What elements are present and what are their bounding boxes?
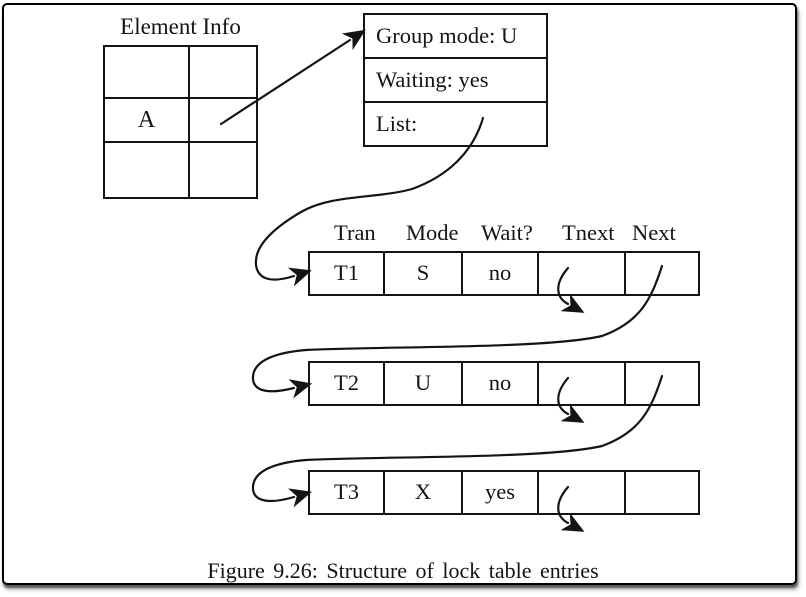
element-info-cell	[190, 47, 256, 99]
cell-wait: yes	[463, 472, 539, 513]
element-info-cell	[190, 99, 256, 143]
cell-next	[626, 363, 698, 404]
scan-border-frame	[2, 3, 797, 585]
element-info-title: Element Info	[120, 14, 241, 39]
element-info-cell	[105, 143, 190, 197]
cell-wait: no	[463, 363, 539, 404]
lock-row-t1: T1 S no	[308, 251, 700, 296]
cell-tran: T2	[310, 363, 385, 404]
group-mode-row: Group mode: U	[365, 15, 546, 59]
cell-mode: S	[385, 253, 463, 294]
cell-next	[626, 472, 698, 513]
element-info-cell	[105, 47, 190, 99]
header-tnext: Tnext	[562, 220, 615, 245]
cell-mode: U	[385, 363, 463, 404]
figure-caption: Figure 9.26: Structure of lock table ent…	[207, 558, 599, 583]
lock-entry-box: Group mode: U Waiting: yes List:	[363, 13, 548, 147]
cell-tnext	[539, 363, 626, 404]
header-mode: Mode	[406, 220, 459, 245]
cell-wait: no	[463, 253, 539, 294]
lock-row-t3: T3 X yes	[308, 470, 700, 515]
cell-next	[626, 253, 698, 294]
cell-tran: T3	[310, 472, 385, 513]
lock-row-t2: T2 U no	[308, 361, 700, 406]
header-wait: Wait?	[481, 220, 533, 245]
cell-tran: T1	[310, 253, 385, 294]
header-tran: Tran	[334, 220, 376, 245]
cell-tnext	[539, 253, 626, 294]
list-row: List:	[376, 111, 418, 136]
header-next: Next	[632, 220, 676, 245]
element-info-table: A	[103, 45, 258, 199]
cell-mode: X	[385, 472, 463, 513]
cell-tnext	[539, 472, 626, 513]
waiting-row: Waiting: yes	[365, 59, 546, 103]
element-info-cell-a: A	[105, 99, 190, 143]
element-info-cell	[190, 143, 256, 197]
